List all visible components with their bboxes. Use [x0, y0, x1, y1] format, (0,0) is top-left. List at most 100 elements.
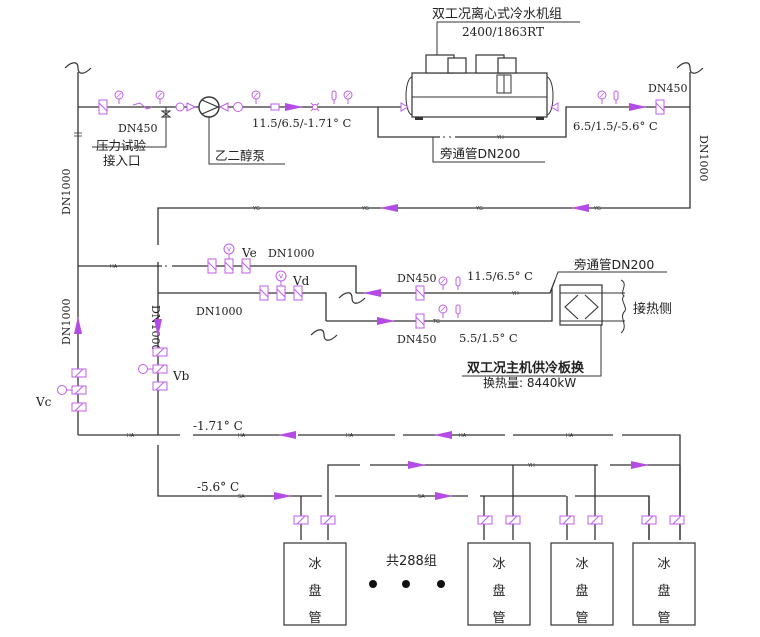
coil-label-char: 冰: [575, 557, 588, 572]
svg-text:HA: HA: [238, 433, 246, 439]
valve-icon: [293, 285, 303, 301]
hx-bypass-label: 旁通管DN200: [574, 257, 654, 272]
glycol-pump[interactable]: [198, 96, 220, 118]
chiller-title: 双工况离心式冷水机组: [432, 6, 562, 22]
plate-heat-exchanger[interactable]: 接热侧 双工况主机供冷板换 换热量: 8440kW: [462, 279, 672, 390]
flow-arrow-right-icon: [377, 317, 395, 325]
vd-line: Vd DN1000 DN1000: [149, 262, 338, 435]
coil-label-char: 冰: [657, 557, 670, 572]
coil-label-char: 冰: [308, 557, 321, 572]
coil-label-char: 盘: [492, 583, 505, 599]
pressure-gauge-icon: [155, 90, 165, 105]
svg-text:HA: HA: [566, 433, 574, 439]
size-label-dn450-left: DN450: [118, 122, 157, 135]
bypass-label: 旁通管DN200: [440, 146, 520, 161]
pressure-gauge-icon: [438, 304, 448, 319]
svg-text:YH: YH: [527, 463, 535, 469]
pressure-gauge-icon: [251, 90, 261, 105]
sa-supply-header: SA SA -5.6° C YH: [157, 445, 681, 540]
svg-text:TG: TG: [432, 319, 440, 325]
svg-text:YH: YH: [496, 135, 504, 141]
pipe-break-symbol: [676, 62, 704, 74]
reducer-icon: [186, 102, 197, 112]
flex-joint-icon: [233, 102, 243, 112]
coil-label-char: 管: [308, 611, 321, 626]
flow-arrow-right-icon: [285, 103, 303, 111]
svg-text:SA: SA: [238, 494, 245, 500]
ice-coil-unit[interactable]: 冰盘管: [550, 542, 614, 626]
flow-arrow-right-icon: [435, 492, 453, 500]
ha-header-line: HA Ve DN1000: [78, 243, 366, 304]
filter-icon: [270, 103, 280, 111]
bottom-supply-temp: -5.6° C: [197, 480, 239, 494]
hx-capacity: 换热量: 8440kW: [483, 376, 576, 390]
flow-arrow-left-icon: [278, 431, 296, 439]
svg-text:YG: YG: [361, 206, 369, 212]
svg-text:HA: HA: [459, 433, 467, 439]
pipe-break-symbol: [310, 329, 338, 341]
valve-icon: [98, 99, 108, 115]
bottom-return-temp: -1.71° C: [193, 419, 243, 433]
valve-icon: [655, 99, 665, 115]
chiller-supply-line: DN450 压力试验 接入口 乙二醇泵 11.5/6.5/-1.71° C: [78, 90, 405, 168]
valve-group-vb[interactable]: Vb: [138, 347, 190, 391]
test-valve-icon: [160, 110, 172, 118]
svg-text:YG: YG: [593, 206, 601, 212]
valve-icon: [241, 258, 251, 274]
thermometer-icon: [455, 304, 461, 319]
nozzle-icon: [549, 102, 559, 112]
size-label-left-upper: DN1000: [60, 169, 73, 215]
valve-group-vc[interactable]: Vc: [35, 368, 87, 412]
ice-coil-unit[interactable]: 冰盘管: [467, 542, 531, 626]
reducer-icon: [218, 102, 229, 112]
coil-label-char: 盘: [575, 583, 588, 599]
left-main-riser: DN1000 DN1000: [60, 62, 92, 435]
coil-label-char: 管: [657, 611, 670, 626]
chiller-return-line: DN450 6.5/1.5/-5.6° C DN1000 YG YG YG YG: [157, 62, 710, 245]
hot-side-label: 接热侧: [633, 301, 672, 317]
valve-label-vd: Vd: [292, 274, 310, 288]
size-label-right: DN1000: [697, 135, 710, 181]
chiller-bypass-line: YH 旁通管DN200: [377, 106, 690, 163]
valve-icon: [415, 285, 425, 301]
vd-size-label: DN1000: [196, 305, 242, 318]
hx-supply-size: DN450: [397, 272, 436, 285]
flow-arrow-left-icon: [380, 204, 398, 212]
size-label-mid: DN1000: [149, 305, 162, 351]
nozzle-icon: [400, 102, 410, 112]
dual-mode-centrifugal-chiller[interactable]: 双工况离心式冷水机组 2400/1863RT: [400, 6, 580, 120]
thermometer-icon: [455, 276, 461, 291]
flowmeter-icon: [275, 270, 287, 287]
hx-return-temp: 5.5/1.5° C: [459, 331, 518, 345]
svg-text:YH: YH: [511, 291, 519, 297]
pressure-gauge-icon: [114, 90, 124, 105]
ve-size-label: DN1000: [268, 247, 314, 260]
valve-icon: [207, 258, 217, 274]
coil-label-char: 管: [575, 611, 588, 626]
check-valve-icon: [132, 102, 153, 110]
svg-text:SA: SA: [418, 494, 425, 500]
return-temp-label: 6.5/1.5/-5.6° C: [573, 119, 658, 133]
flow-arrow-right-icon: [629, 103, 647, 111]
flowmeter-icon: [223, 243, 235, 260]
flow-arrow-right-icon: [631, 461, 649, 469]
pressure-gauge-icon: [438, 276, 448, 291]
ellipsis-dot: [369, 580, 377, 588]
pressure-gauge-icon: [343, 90, 353, 105]
chiller-capacity: 2400/1863RT: [462, 25, 544, 39]
flow-arrow-left-icon: [571, 204, 589, 212]
ice-coil-unit[interactable]: 冰盘管: [283, 542, 347, 626]
flowmeter-icon: [57, 385, 67, 395]
ellipsis-dot: [437, 580, 445, 588]
pump-label: 乙二醇泵: [215, 148, 265, 163]
ellipsis-dot: [402, 580, 410, 588]
ha-return-header: HA HA HA HA HA -1.71° C: [78, 419, 681, 540]
ice-coil-unit[interactable]: 冰盘管: [632, 542, 696, 626]
hx-return-size: DN450: [397, 333, 436, 346]
coil-branch-valves[interactable]: [293, 515, 685, 525]
size-label-left-lower: DN1000: [60, 299, 73, 345]
hx-title: 双工况主机供冷板换: [467, 360, 585, 376]
flowmeter-icon: [138, 364, 148, 374]
flow-arrow-up-icon: [74, 316, 82, 334]
pressure-gauge-icon: [597, 90, 607, 105]
